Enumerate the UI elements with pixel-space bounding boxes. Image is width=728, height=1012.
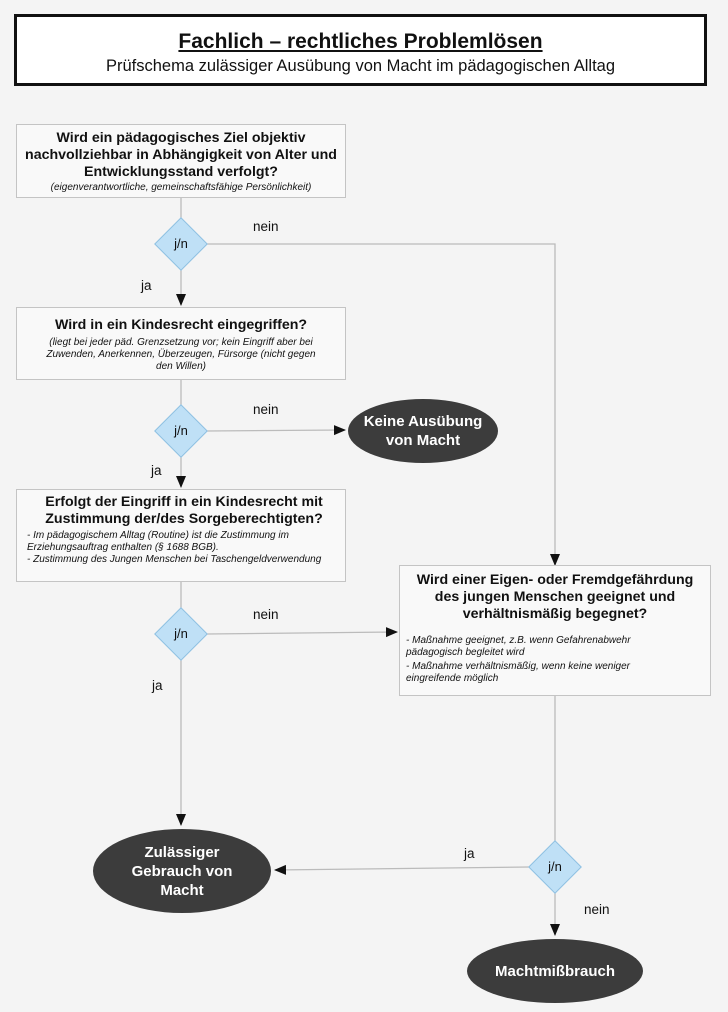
page-subtitle: Prüfschema zulässiger Ausübung von Macht… <box>105 57 616 75</box>
label-nein-4: nein <box>584 902 610 917</box>
note-measure-proportional: - Maßnahme verhältnismäßig, wenn keine w… <box>406 661 630 684</box>
note-measure-suitable: - Maßnahme geeignet, z.B. wenn Gefahrena… <box>406 635 631 658</box>
outcome-permitted-label: Zulässiger Gebrauch von Macht <box>131 843 233 899</box>
question-pedagogical-goal: Wird ein pädagogisches Ziel objektiv nac… <box>25 130 337 180</box>
outcome-permitted-use: Zulässiger Gebrauch von Macht <box>93 829 271 913</box>
note-child-right: (liegt bei jeder päd. Grenzsetzung vor; … <box>46 337 316 372</box>
label-ja-3: ja <box>152 678 163 693</box>
question-child-right: Wird in ein Kindesrecht eingegriffen? <box>54 317 308 333</box>
question-consent: Erfolgt der Eingriff in ein Kindesrecht … <box>45 494 323 527</box>
question-endangerment: Wird einer Eigen- oder Fremdgefährdung d… <box>416 572 694 622</box>
label-ja-1: ja <box>141 278 152 293</box>
decision-label-3: j/n <box>174 626 188 641</box>
label-nein-1: nein <box>253 219 279 234</box>
header-box: Fachlich – rechtliches Problemlösen Prüf… <box>14 14 707 86</box>
question-box-child-right: Wird in ein Kindesrecht eingegriffen? (l… <box>16 307 346 380</box>
question-box-consent: Erfolgt der Eingriff in ein Kindesrecht … <box>16 489 346 582</box>
note-consent-routine: - Im pädagogischem Alltag (Routine) ist … <box>27 530 289 553</box>
page-title: Fachlich – rechtliches Problemlösen <box>178 30 543 53</box>
decision-label-4: j/n <box>548 859 562 874</box>
outcome-no-power-label: Keine Ausübung von Macht <box>363 413 483 449</box>
outcome-abuse: Machtmißbrauch <box>467 939 643 1003</box>
outcome-abuse-label: Machtmißbrauch <box>494 962 615 980</box>
note-consent-pocket-money: - Zustimmung des Jungen Menschen bei Tas… <box>27 554 322 565</box>
decision-label-1: j/n <box>174 236 188 251</box>
label-ja-4: ja <box>464 846 475 861</box>
question-box-pedagogical-goal: Wird ein pädagogisches Ziel objektiv nac… <box>16 124 346 198</box>
label-nein-3: nein <box>253 607 279 622</box>
note-pedagogical-goal: (eigenverantwortliche, gemeinschaftsfähi… <box>50 182 312 193</box>
label-nein-2: nein <box>253 402 279 417</box>
question-box-endangerment: Wird einer Eigen- oder Fremdgefährdung d… <box>399 565 711 696</box>
outcome-no-power: Keine Ausübung von Macht <box>348 399 498 463</box>
label-ja-2: ja <box>151 463 162 478</box>
decision-label-2: j/n <box>174 423 188 438</box>
